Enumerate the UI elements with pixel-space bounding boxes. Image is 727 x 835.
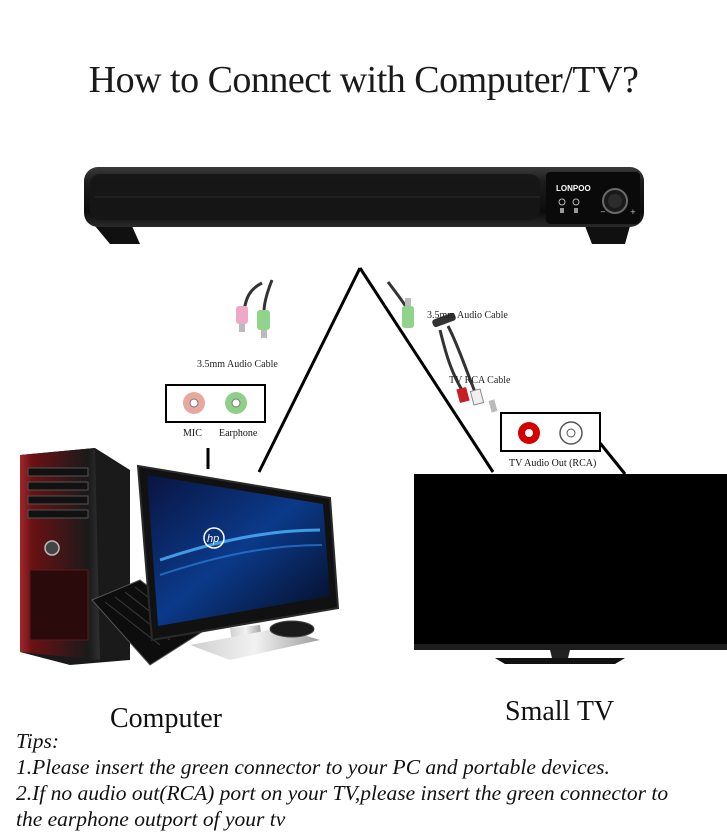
- page-title: How to Connect with Computer/TV?: [88, 59, 639, 101]
- rca-white-plug-icon: [469, 388, 485, 406]
- pink-plug-icon: [236, 306, 248, 324]
- tips-heading: Tips:: [16, 729, 60, 753]
- tv-screen: [414, 474, 727, 644]
- line-to-tv: [358, 267, 495, 473]
- computer-label: Computer: [110, 703, 222, 734]
- volume-minus: −: [600, 208, 606, 216]
- rca-cable-label: TV RCA Cable: [449, 375, 511, 386]
- pc-cable-label: 3.5mm Audio Cable: [197, 359, 278, 370]
- line-to-computer: [257, 267, 362, 473]
- tv-ports-box: [500, 412, 601, 452]
- pc-power-button-icon: [44, 540, 60, 556]
- tv-green-plug-icon: [402, 306, 414, 328]
- rca-adapter-icon: [432, 312, 456, 328]
- connection-lines: [206, 267, 627, 475]
- soundbar-jack-icon-1: [560, 208, 564, 213]
- soundbar-jack-1: [558, 198, 566, 206]
- pc-audio-cable-icon: [236, 279, 274, 338]
- mic-port-label: MIC: [183, 428, 202, 439]
- tip-line-1: 1.Please insert the green connector to y…: [16, 755, 610, 779]
- tips-section: Tips: 1.Please insert the green connecto…: [16, 728, 727, 832]
- volume-knob-inner: [608, 194, 622, 208]
- green-plug-icon: [257, 310, 270, 330]
- tv-label: Small TV: [505, 696, 615, 727]
- soundbar-jack-icon-2: [574, 208, 578, 213]
- tv-cable-label: 3.5mm Audio Cable: [427, 310, 508, 321]
- mouse-icon: [269, 620, 315, 638]
- pc-monitor-screen: [147, 475, 330, 626]
- soundbar-brand: LONPOO: [556, 184, 591, 193]
- computer-illustration: hp: [20, 448, 340, 666]
- soundbar-foot-left: [95, 226, 140, 244]
- tv-bezel-bottom: [414, 644, 727, 650]
- tip-line-3: the earphone outport of your tv: [16, 807, 286, 831]
- tv-audio-cable-icon: [386, 281, 498, 413]
- soundbar-jack-2: [572, 198, 580, 206]
- hp-logo-icon: [203, 527, 225, 549]
- tv-stand-neck: [550, 650, 570, 658]
- tv-stand-base: [495, 658, 625, 664]
- volume-plus: +: [630, 208, 636, 216]
- soundbar-foot-right: [585, 226, 630, 244]
- earphone-port-label: Earphone: [219, 428, 258, 439]
- line-tv-port-link: [598, 442, 627, 475]
- soundbar: LONPOO − +: [84, 167, 644, 244]
- monitor-brand: hp: [207, 533, 219, 545]
- tip-line-2: 2.If no audio out(RCA) port on your TV,p…: [16, 781, 669, 805]
- rca-red-plug-icon: [456, 386, 470, 404]
- tv-port-label: TV Audio Out (RCA): [509, 458, 596, 469]
- pc-ports-box: [165, 384, 266, 423]
- tv-illustration: [414, 474, 727, 664]
